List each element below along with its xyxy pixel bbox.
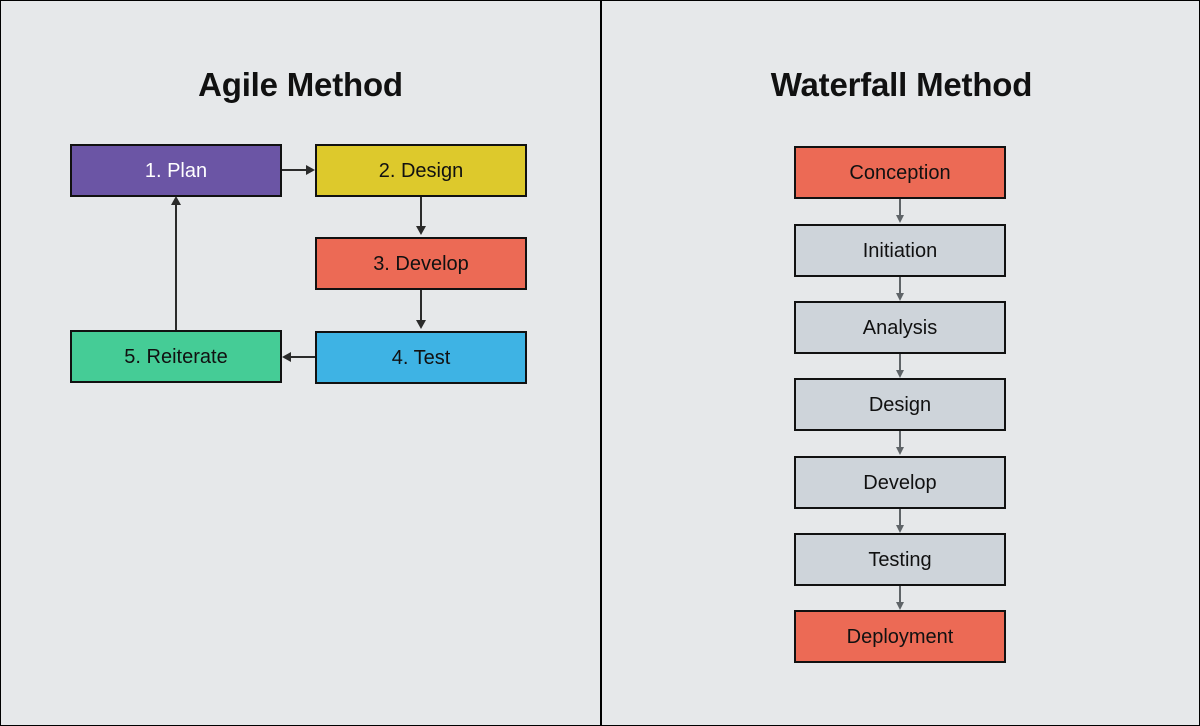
waterfall-node-analysis[interactable]: Analysis bbox=[794, 301, 1006, 354]
waterfall-edge-analysis-to-design bbox=[899, 354, 901, 372]
agile-edge-develop-to-test bbox=[420, 290, 422, 322]
waterfall-edge-initiation-to-analysis bbox=[899, 277, 901, 295]
panel-divider bbox=[600, 1, 602, 725]
waterfall-edge-design-to-develop bbox=[899, 431, 901, 449]
agile-edge-test-to-reiterate-arrowhead bbox=[282, 352, 291, 362]
agile-node-plan[interactable]: 1. Plan bbox=[70, 144, 282, 197]
waterfall-edge-develop-to-testing-arrowhead bbox=[896, 525, 904, 533]
agile-panel-title: Agile Method bbox=[198, 66, 403, 103]
waterfall-node-conception[interactable]: Conception bbox=[794, 146, 1006, 199]
agile-edge-plan-to-design bbox=[282, 169, 308, 171]
agile-edge-reiterate-to-plan-arrowhead bbox=[171, 196, 181, 205]
agile-edge-test-to-reiterate bbox=[289, 356, 315, 358]
agile-edge-develop-to-test-arrowhead bbox=[416, 320, 426, 329]
agile-node-develop[interactable]: 3. Develop bbox=[315, 237, 527, 290]
agile-method-panel: Agile Method 1. Plan 2. Design 3. Develo… bbox=[1, 1, 600, 725]
agile-edge-design-to-develop-arrowhead bbox=[416, 226, 426, 235]
agile-edge-reiterate-to-plan bbox=[175, 204, 177, 330]
waterfall-method-panel: Waterfall Method Conception Initiation A… bbox=[602, 1, 1199, 725]
waterfall-edge-initiation-to-analysis-arrowhead bbox=[896, 293, 904, 301]
waterfall-edge-design-to-develop-arrowhead bbox=[896, 447, 904, 455]
waterfall-edge-conception-to-initiation-arrowhead bbox=[896, 215, 904, 223]
waterfall-node-initiation[interactable]: Initiation bbox=[794, 224, 1006, 277]
waterfall-edge-conception-to-initiation bbox=[899, 199, 901, 217]
waterfall-node-develop[interactable]: Develop bbox=[794, 456, 1006, 509]
waterfall-panel-title: Waterfall Method bbox=[770, 66, 1033, 103]
waterfall-edge-analysis-to-design-arrowhead bbox=[896, 370, 904, 378]
waterfall-edge-testing-to-deployment bbox=[899, 586, 901, 604]
agile-edge-plan-to-design-arrowhead bbox=[306, 165, 315, 175]
waterfall-edge-testing-to-deployment-arrowhead bbox=[896, 602, 904, 610]
agile-edge-design-to-develop bbox=[420, 197, 422, 228]
waterfall-node-testing[interactable]: Testing bbox=[794, 533, 1006, 586]
waterfall-node-design[interactable]: Design bbox=[794, 378, 1006, 431]
waterfall-edge-develop-to-testing bbox=[899, 509, 901, 527]
agile-node-design[interactable]: 2. Design bbox=[315, 144, 527, 197]
agile-node-test[interactable]: 4. Test bbox=[315, 331, 527, 384]
waterfall-node-deployment[interactable]: Deployment bbox=[794, 610, 1006, 663]
agile-node-reiterate[interactable]: 5. Reiterate bbox=[70, 330, 282, 383]
